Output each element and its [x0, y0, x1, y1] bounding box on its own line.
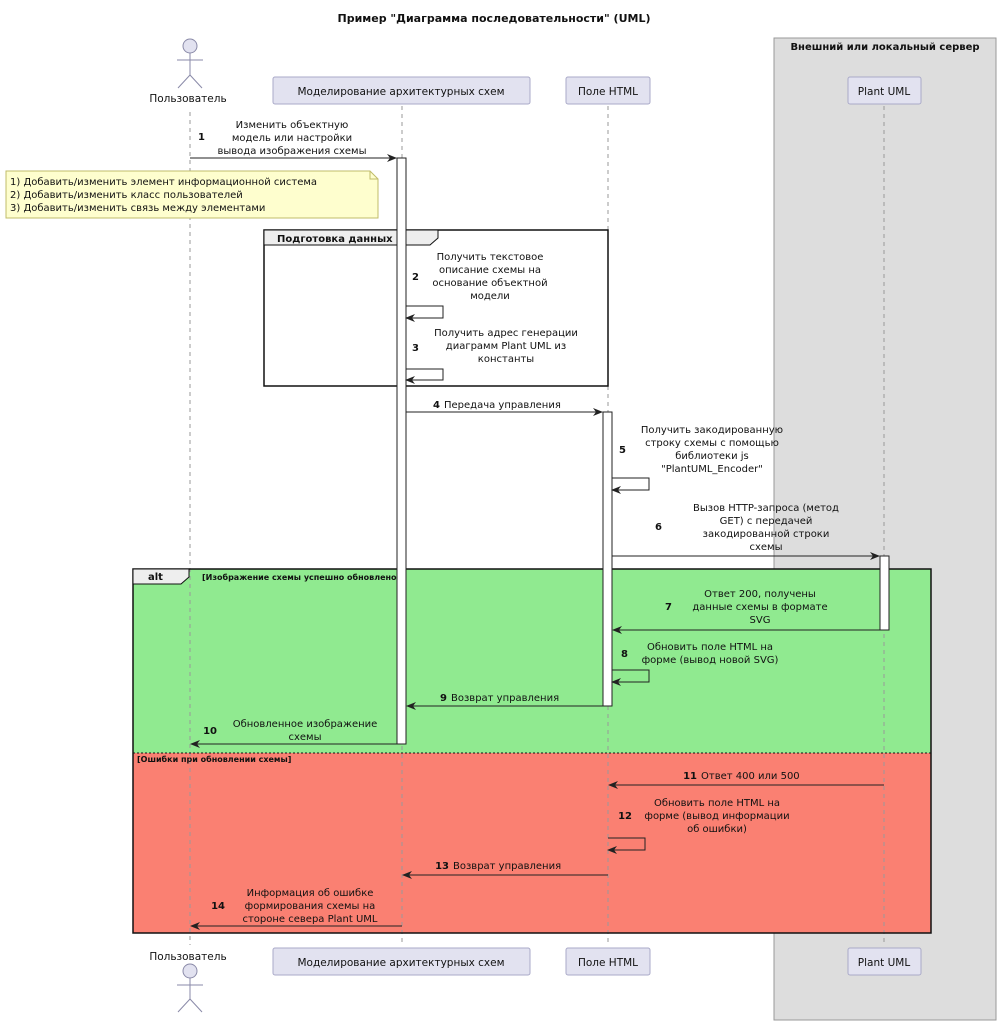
note-line-1: 1) Добавить/изменить элемент информацион…	[10, 177, 317, 188]
message-5: 5 Получить закодированную строку схемы с…	[611, 425, 783, 494]
svg-text:12: 12	[618, 811, 632, 822]
diagram-title: Пример "Диаграмма последовательности" (U…	[337, 12, 650, 25]
svg-text:форме (вывод новой SVG): форме (вывод новой SVG)	[642, 655, 779, 666]
actor-user-label-bottom: Пользователь	[149, 951, 226, 963]
svg-text:2: 2	[412, 272, 419, 283]
svg-text:10: 10	[203, 726, 217, 737]
svg-text:форме (вывод информации: форме (вывод информации	[644, 811, 789, 822]
actor-user-top: Пользователь	[149, 38, 227, 105]
message-13: 13 Возврат управления	[402, 861, 608, 879]
svg-text:схемы: схемы	[749, 542, 782, 553]
svg-text:13: 13	[435, 861, 449, 872]
actor-user-bottom: Пользователь	[149, 951, 227, 1013]
participant-html-field-bottom: Поле HTML	[565, 947, 651, 976]
svg-text:вывода изображения схемы: вывода изображения схемы	[218, 146, 367, 157]
svg-text:Plant UML: Plant UML	[858, 86, 911, 98]
alt-guard-success: [Изображение схемы успешно обновлено]	[202, 572, 400, 582]
svg-text:Вызов HTTP-запроса (метод: Вызов HTTP-запроса (метод	[693, 503, 839, 514]
svg-text:Plant UML: Plant UML	[858, 957, 911, 969]
message-9: 9 Возврат управления	[406, 693, 603, 710]
svg-text:строку схемы с помощью: строку схемы с помощью	[645, 438, 779, 449]
svg-text:3: 3	[412, 343, 419, 354]
svg-text:9: 9	[440, 693, 447, 704]
svg-text:Поле HTML: Поле HTML	[578, 957, 638, 969]
message-10: 10 Обновленное изображение схемы	[190, 719, 397, 748]
actor-user-label-top: Пользователь	[149, 93, 226, 105]
note-fold	[369, 171, 378, 180]
alt-keyword: alt	[148, 572, 163, 583]
svg-text:схемы: схемы	[288, 732, 321, 743]
svg-text:описание схемы на: описание схемы на	[439, 265, 541, 276]
svg-text:стороне севера Plant UML: стороне севера Plant UML	[242, 914, 377, 925]
svg-text:об ошибки): об ошибки)	[687, 824, 747, 835]
svg-text:формирования схемы на: формирования схемы на	[245, 901, 376, 912]
message-7: 7 Ответ 200, получены данные схемы в фор…	[612, 589, 880, 634]
activation-html-field	[602, 411, 613, 707]
svg-text:модель или настройки: модель или настройки	[232, 133, 352, 144]
svg-text:1: 1	[198, 132, 205, 143]
svg-text:6: 6	[655, 522, 662, 533]
svg-text:Ответ 200, получены: Ответ 200, получены	[704, 589, 816, 600]
participant-html-field-top: Поле HTML	[565, 76, 651, 105]
svg-text:Обновить поле HTML на: Обновить поле HTML на	[654, 798, 780, 809]
alt-guard-error: [Ошибки при обновлении схемы]	[137, 754, 291, 764]
alt-error-region	[133, 753, 931, 933]
svg-text:модели: модели	[470, 291, 510, 302]
note-line-2: 2) Добавить/изменить класс пользователей	[10, 190, 243, 201]
message-4: 4 Передача управления	[406, 400, 603, 416]
svg-text:Получить адрес генерации: Получить адрес генерации	[434, 328, 578, 339]
svg-text:библиотеки js: библиотеки js	[675, 451, 749, 462]
svg-text:закодированной строки: закодированной строки	[703, 529, 830, 540]
svg-text:данные схемы в формате: данные схемы в формате	[692, 602, 827, 613]
svg-text:Обновленное изображение: Обновленное изображение	[233, 719, 378, 730]
server-box-title: Внешний или локальный сервер	[790, 42, 979, 53]
svg-text:Получить закодированную: Получить закодированную	[641, 425, 783, 436]
participant-plantuml-bottom: Plant UML	[847, 947, 922, 976]
svg-text:4: 4	[433, 400, 440, 411]
svg-text:Передача управления: Передача управления	[444, 400, 561, 411]
svg-text:5: 5	[619, 445, 626, 456]
message-6: 6 Вызов HTTP-запроса (метод GET) с перед…	[612, 503, 880, 560]
group-title: Подготовка данных	[277, 234, 393, 245]
note-line-3: 3) Добавить/изменить связь между элемент…	[10, 203, 265, 214]
svg-text:основание объектной: основание объектной	[432, 278, 547, 289]
svg-text:14: 14	[211, 901, 225, 912]
svg-text:Моделирование архитектурных сх: Моделирование архитектурных схем	[297, 86, 504, 98]
svg-text:Возврат управления: Возврат управления	[453, 861, 561, 872]
svg-text:Получить текстовое: Получить текстовое	[437, 252, 544, 263]
participant-modeling-top: Моделирование архитектурных схем	[272, 76, 531, 105]
activation-plantuml	[879, 555, 890, 631]
svg-text:8: 8	[621, 649, 628, 660]
participant-plantuml-top: Plant UML	[847, 76, 922, 105]
participant-modeling-bottom: Моделирование архитектурных схем	[272, 947, 531, 976]
svg-text:Возврат управления: Возврат управления	[451, 693, 559, 704]
alt-label-tab	[132, 568, 190, 585]
svg-text:7: 7	[665, 602, 672, 613]
svg-text:Моделирование архитектурных сх: Моделирование архитектурных схем	[297, 957, 504, 969]
message-3: 3 Получить адрес генерации диаграмм Plan…	[405, 328, 578, 384]
svg-text:Информация об ошибке: Информация об ошибке	[247, 888, 374, 899]
message-2: 2 Получить текстовое описание схемы на о…	[405, 252, 548, 322]
message-11: 11 Ответ 400 или 500	[608, 771, 884, 789]
alt-frame	[132, 568, 932, 934]
message-14: 14 Информация об ошибке формирования схе…	[190, 888, 402, 930]
message-12: 12 Обновить поле HTML на форме (вывод ин…	[607, 798, 790, 854]
svg-text:Ответ 400 или 500: Ответ 400 или 500	[701, 771, 800, 782]
svg-text:Обновить поле HTML на: Обновить поле HTML на	[647, 642, 773, 653]
svg-text:константы: константы	[478, 354, 534, 365]
activation-modeling	[396, 157, 407, 745]
message-1: 1 Изменить объектную модель или настройк…	[190, 120, 397, 162]
svg-text:Изменить объектную: Изменить объектную	[236, 120, 349, 131]
note-box	[5, 170, 379, 219]
svg-text:"PlantUML_Encoder": "PlantUML_Encoder"	[661, 464, 763, 475]
group-label-tab	[263, 229, 439, 246]
svg-text:SVG: SVG	[750, 615, 771, 626]
message-8: 8 Обновить поле HTML на форме (вывод нов…	[611, 642, 779, 686]
svg-text:Поле HTML: Поле HTML	[578, 86, 638, 98]
alt-success-region	[133, 569, 931, 753]
svg-text:11: 11	[683, 771, 697, 782]
svg-text:диаграмм Plant UML из: диаграмм Plant UML из	[446, 341, 566, 352]
svg-text:GET) с передачей: GET) с передачей	[720, 516, 813, 527]
